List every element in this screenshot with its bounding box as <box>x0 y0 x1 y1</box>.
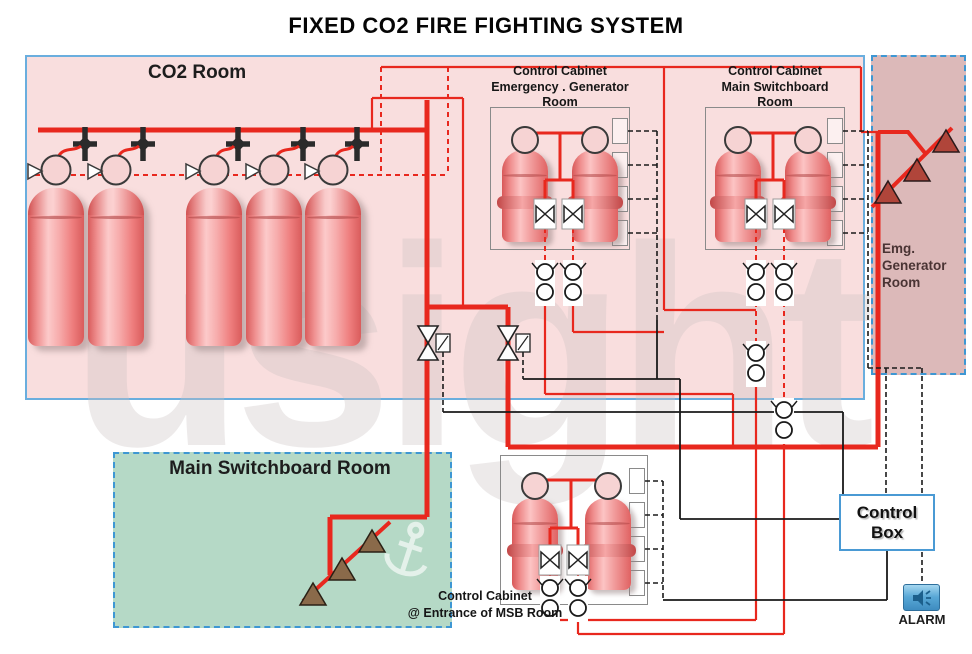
pilot-cylinder <box>497 150 553 242</box>
cabinet-msb-entrance-label: Control Cabinet @ Entrance of MSB Room <box>407 589 563 620</box>
co2-cylinder <box>186 188 242 346</box>
terminal-block <box>629 570 645 596</box>
co2-room-label: CO2 Room <box>148 62 247 83</box>
msb-room-label: Main Switchboard Room <box>169 458 391 479</box>
pilot-cylinder <box>780 150 836 242</box>
speaker-icon <box>912 589 931 606</box>
pilot-cylinder <box>507 498 563 590</box>
alarm-label: ALARM <box>898 612 946 627</box>
page-title: FIXED CO2 FIRE FIGHTING SYSTEM <box>288 13 684 38</box>
terminal-block <box>629 468 645 494</box>
cabinet-emg-gen-label: Control Cabinet Emergency . Generator Ro… <box>491 64 629 109</box>
co2-cylinder <box>305 188 361 346</box>
terminal-block <box>629 502 645 528</box>
cabinet-msb-label: Control Cabinet Main Switchboard Room <box>721 64 829 109</box>
co2-cylinder <box>88 188 144 346</box>
emg-generator-room-area <box>871 55 966 375</box>
pilot-cylinder <box>580 498 636 590</box>
emg-room-label: Emg. Generator Room <box>882 241 947 290</box>
co2-cylinder <box>28 188 84 346</box>
pilot-cylinder <box>567 150 623 242</box>
terminal-block <box>612 118 628 144</box>
control-box: Control Box <box>839 494 935 551</box>
alarm-speaker-icon <box>903 584 940 611</box>
pilot-cylinder <box>710 150 766 242</box>
co2-cylinder <box>246 188 302 346</box>
terminal-block <box>827 118 843 144</box>
